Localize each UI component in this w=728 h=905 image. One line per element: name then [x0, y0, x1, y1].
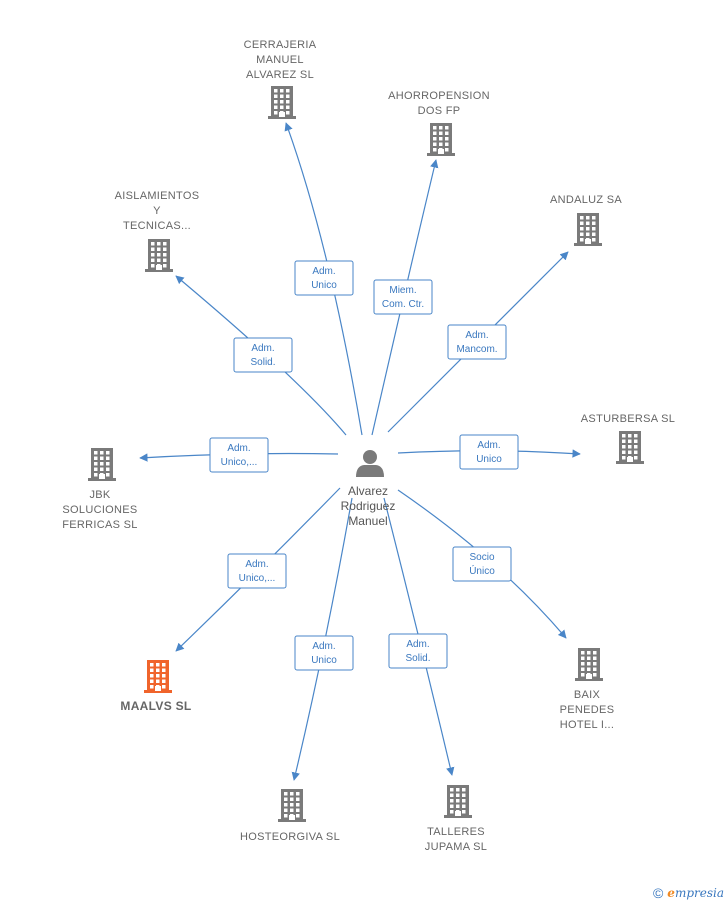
role-text: Adm.: [406, 639, 429, 650]
role-text: Mancom.: [456, 344, 497, 355]
role-text: Solid.: [405, 653, 430, 664]
role-badge-cerrajeria[interactable]: Adm. Unico: [294, 260, 354, 296]
company-label: AHORROPENSION: [388, 90, 490, 102]
role-badge-jbk[interactable]: Adm. Unico,...: [209, 437, 269, 473]
role-text: Solid.: [250, 357, 275, 368]
company-label: ASTURBERSA SL: [581, 413, 675, 425]
company-label: MAALVS SL: [120, 699, 191, 713]
company-node-ahorropension[interactable]: AHORROPENSION DOS FP: [388, 90, 490, 156]
role-text: Adm.: [245, 559, 268, 570]
person-name: Manuel: [348, 514, 387, 528]
company-label: AISLAMIENTOS: [115, 190, 200, 202]
company-node-talleres[interactable]: TALLERES JUPAMA SL: [425, 785, 487, 853]
copyright-icon: ©: [652, 885, 664, 901]
brand-logo-text: mpresia: [674, 886, 724, 900]
building-icon[interactable]: [268, 86, 296, 119]
company-label: MANUEL: [256, 54, 304, 66]
role-badge-ahorropension[interactable]: Miem. Com. Ctr.: [373, 279, 433, 315]
role-text: Adm.: [465, 330, 488, 341]
role-text: Unico,...: [239, 573, 276, 584]
role-text: Adm.: [251, 343, 274, 354]
role-text: Unico,...: [221, 457, 258, 468]
building-icon[interactable]: [144, 660, 172, 693]
company-label: DOS FP: [418, 105, 461, 117]
brand-footer: © empresia: [653, 885, 724, 901]
company-node-andaluz[interactable]: ANDALUZ SA: [550, 194, 622, 246]
role-badge-maalvs[interactable]: Adm. Unico,...: [227, 553, 287, 589]
company-label: FERRICAS SL: [62, 519, 137, 531]
company-label: HOSTEORGIVA SL: [240, 831, 340, 843]
person-icon: [356, 450, 384, 477]
role-text: Adm.: [477, 440, 500, 451]
role-badge-aislamientos[interactable]: Adm. Solid.: [233, 337, 293, 373]
company-label: BAIX: [574, 689, 601, 701]
building-icon[interactable]: [616, 431, 644, 464]
person-name: Rodriguez: [341, 499, 396, 513]
company-label: PENEDES: [560, 704, 615, 716]
company-label: SOLUCIONES: [62, 504, 137, 516]
building-icon[interactable]: [278, 789, 306, 822]
company-node-aislamientos[interactable]: AISLAMIENTOS Y TECNICAS...: [115, 190, 200, 272]
company-label: JBK: [89, 489, 110, 501]
building-icon[interactable]: [88, 448, 116, 481]
role-text: Adm.: [312, 266, 335, 277]
building-icon[interactable]: [574, 213, 602, 246]
company-node-cerrajeria[interactable]: CERRAJERIA MANUEL ALVAREZ SL: [244, 39, 317, 119]
company-label: ANDALUZ SA: [550, 194, 622, 206]
company-label: TECNICAS...: [123, 220, 191, 232]
company-node-maalvs[interactable]: MAALVS SL: [120, 660, 191, 713]
brand-logo-e: e: [667, 886, 675, 900]
role-text: Miem.: [389, 285, 416, 296]
role-badge-asturbersa[interactable]: Adm. Unico: [459, 434, 519, 470]
role-text: Unico: [311, 280, 337, 291]
company-label: CERRAJERIA: [244, 39, 317, 51]
role-text: Com. Ctr.: [382, 299, 424, 310]
company-label: HOTEL I...: [560, 719, 615, 731]
role-text: Adm.: [227, 443, 250, 454]
building-icon[interactable]: [145, 239, 173, 272]
role-badge-hosteorgiva[interactable]: Adm. Unico: [294, 635, 354, 671]
company-label: ALVAREZ SL: [246, 69, 314, 81]
role-text: Adm.: [312, 641, 335, 652]
role-badge-talleres[interactable]: Adm. Solid.: [388, 633, 448, 669]
role-text: Unico: [311, 655, 337, 666]
role-text: Unico: [476, 454, 502, 465]
building-icon[interactable]: [575, 648, 603, 681]
company-node-jbk[interactable]: JBK SOLUCIONES FERRICAS SL: [62, 448, 137, 531]
company-node-baix[interactable]: BAIX PENEDES HOTEL I...: [560, 648, 615, 731]
company-node-asturbersa[interactable]: ASTURBERSA SL: [581, 413, 675, 464]
person-name: Alvarez: [348, 484, 388, 498]
role-text: Socio: [469, 552, 494, 563]
role-text: Único: [469, 564, 495, 577]
building-icon[interactable]: [444, 785, 472, 818]
company-node-hosteorgiva[interactable]: HOSTEORGIVA SL: [240, 789, 340, 843]
building-icon[interactable]: [427, 123, 455, 156]
company-label: TALLERES: [427, 826, 485, 838]
company-label: JUPAMA SL: [425, 841, 487, 853]
company-label: Y: [153, 205, 161, 217]
edge-ahorropension: [371, 159, 439, 436]
role-badge-andaluz[interactable]: Adm. Mancom.: [447, 324, 507, 360]
